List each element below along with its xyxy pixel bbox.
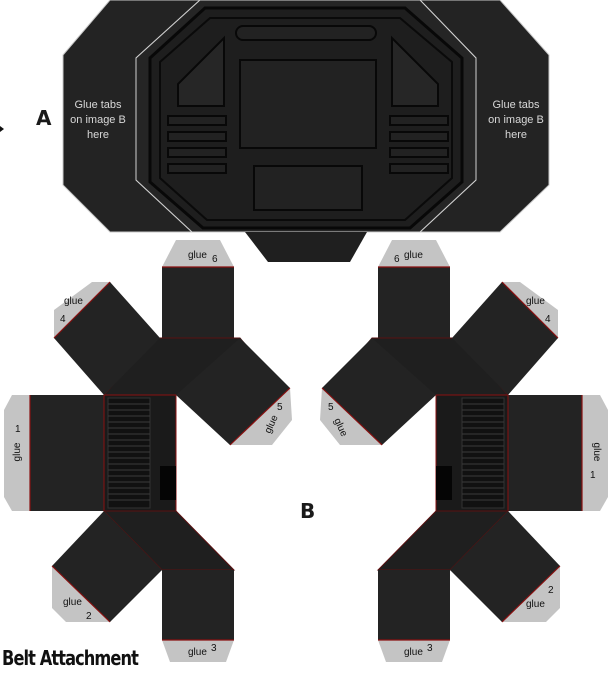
svg-text:glue: glue bbox=[591, 443, 602, 462]
part-a-label: A bbox=[36, 106, 52, 130]
svg-text:3: 3 bbox=[211, 643, 217, 654]
glue-tab-3 bbox=[162, 640, 234, 662]
screen bbox=[239, 59, 377, 149]
glue-tab-6 bbox=[162, 240, 234, 267]
device-face-inner bbox=[159, 17, 453, 221]
svg-text:Glue tabs: Glue tabs bbox=[74, 99, 122, 111]
svg-text:glue: glue bbox=[188, 647, 207, 658]
flap-top bbox=[162, 267, 234, 339]
svg-text:on image B: on image B bbox=[488, 114, 544, 126]
svg-text:glue: glue bbox=[526, 599, 545, 610]
svg-text:Glue tabs: Glue tabs bbox=[492, 99, 540, 111]
flap-lower-left bbox=[52, 511, 162, 622]
svg-text:4: 4 bbox=[545, 314, 551, 325]
flap-lower-right bbox=[450, 511, 560, 622]
svg-text:glue: glue bbox=[526, 296, 545, 307]
flap-upper-left bbox=[54, 282, 160, 395]
sheet-title: Belt Attachment bbox=[2, 646, 139, 670]
bottom-tab bbox=[245, 232, 367, 262]
flap-right bbox=[176, 338, 290, 445]
part-b-right: glue 6 glue 1 glue 4 bbox=[320, 240, 608, 662]
flap-top-right bbox=[378, 267, 450, 339]
svg-text:6: 6 bbox=[212, 254, 218, 265]
svg-text:here: here bbox=[505, 129, 527, 141]
left-triangle-panel bbox=[177, 35, 225, 107]
flap-left-right bbox=[508, 395, 582, 511]
flap-left-mirror bbox=[322, 338, 436, 445]
lower-panel bbox=[253, 165, 363, 211]
flap-upper-right bbox=[452, 282, 558, 395]
svg-text:glue: glue bbox=[64, 296, 83, 307]
part-b-label: B bbox=[300, 499, 315, 523]
left-glue-note: Glue tabs on image B here bbox=[70, 99, 126, 141]
svg-text:5: 5 bbox=[277, 402, 283, 413]
glue-tab-1-right bbox=[582, 395, 608, 511]
right-vents bbox=[389, 115, 449, 174]
flap-left bbox=[30, 395, 104, 511]
flap-bottom bbox=[162, 570, 234, 640]
svg-text:6: 6 bbox=[394, 254, 400, 265]
svg-text:glue: glue bbox=[404, 250, 423, 261]
arrow-marker-icon bbox=[0, 126, 4, 132]
glue-tab-6-right bbox=[378, 240, 450, 267]
part-b-left: glue 6 glue 1 glue 4 bbox=[4, 240, 292, 662]
svg-text:glue: glue bbox=[188, 250, 207, 261]
svg-text:2: 2 bbox=[86, 611, 92, 622]
svg-text:glue: glue bbox=[404, 647, 423, 658]
right-glue-note: Glue tabs on image B here bbox=[488, 99, 544, 141]
svg-text:5: 5 bbox=[328, 402, 334, 413]
clip-notch-right bbox=[436, 466, 452, 500]
svg-text:1: 1 bbox=[590, 470, 596, 481]
part-a: A bbox=[0, 0, 550, 262]
svg-text:on image B: on image B bbox=[70, 114, 126, 126]
svg-text:here: here bbox=[87, 129, 109, 141]
svg-text:3: 3 bbox=[427, 643, 433, 654]
svg-text:glue: glue bbox=[12, 442, 23, 461]
svg-text:4: 4 bbox=[60, 314, 66, 325]
grille-right bbox=[461, 397, 505, 509]
svg-text:2: 2 bbox=[548, 585, 554, 596]
left-vents bbox=[167, 115, 227, 174]
glue-tab-3-right bbox=[378, 640, 450, 662]
svg-text:glue: glue bbox=[63, 597, 82, 608]
svg-text:1: 1 bbox=[15, 424, 21, 435]
top-slot bbox=[235, 25, 377, 41]
flap-bottom-right bbox=[378, 570, 450, 640]
right-triangle-panel bbox=[391, 35, 439, 107]
glue-tab-1 bbox=[4, 395, 30, 511]
clip-notch bbox=[160, 466, 176, 500]
grille bbox=[107, 397, 151, 509]
